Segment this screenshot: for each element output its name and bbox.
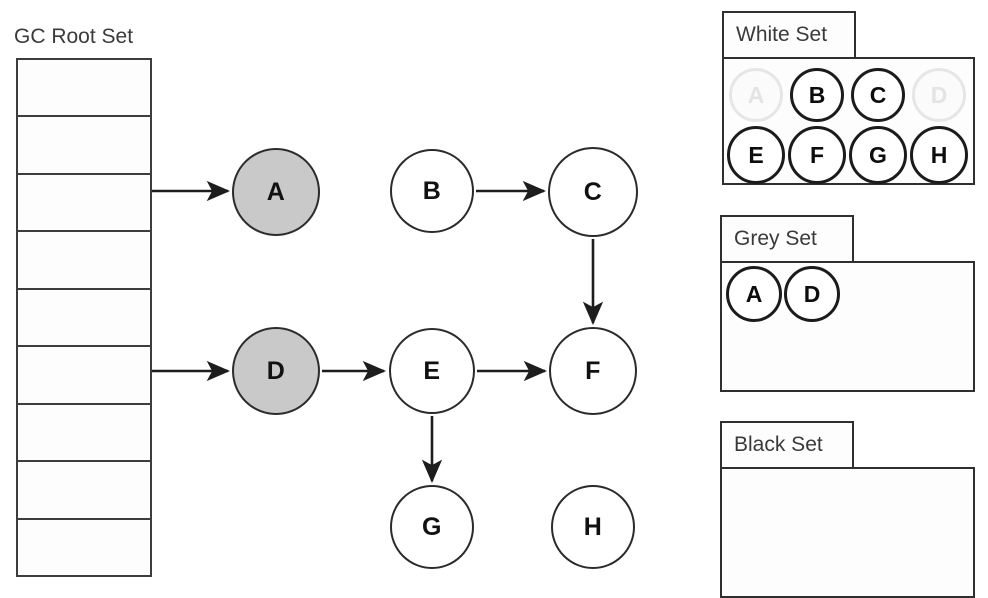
graph-node-f[interactable]: F (549, 327, 637, 415)
white-set-body: A B C D E F G H (722, 57, 975, 185)
graph-node-e[interactable]: E (389, 328, 475, 414)
white-set-member-a[interactable]: A (729, 68, 783, 122)
graph-node-d[interactable]: D (232, 327, 320, 415)
white-set-member-e[interactable]: E (727, 126, 785, 184)
root-set-row[interactable] (18, 117, 150, 175)
root-set-row[interactable] (18, 347, 150, 405)
white-set-member-f[interactable]: F (788, 126, 846, 184)
white-set-member-b[interactable]: B (790, 68, 844, 122)
graph-node-a[interactable]: A (232, 148, 320, 236)
root-set-row[interactable] (18, 174, 150, 233)
grey-set-body: A D (720, 261, 975, 392)
root-set-row[interactable] (18, 404, 150, 463)
grey-set-label: Grey Set (734, 227, 817, 250)
graph-node-g[interactable]: G (390, 485, 474, 569)
white-set-member-g[interactable]: G (849, 126, 907, 184)
grey-set-tab[interactable]: Grey Set (720, 215, 854, 263)
root-set-row[interactable] (18, 289, 150, 348)
grey-set-member-a[interactable]: A (726, 266, 782, 322)
gc-root-set-table (16, 58, 152, 577)
white-set-member-d[interactable]: D (912, 68, 966, 122)
black-set-body (720, 467, 975, 598)
root-set-row[interactable] (18, 232, 150, 290)
gc-root-set-title: GC Root Set (14, 25, 134, 48)
root-set-row[interactable] (18, 462, 150, 520)
root-set-row[interactable] (18, 60, 150, 118)
white-set-member-c[interactable]: C (851, 68, 905, 122)
black-set-label: Black Set (734, 433, 823, 456)
white-set-label: White Set (736, 23, 828, 46)
graph-node-b[interactable]: B (390, 149, 474, 233)
graph-node-c[interactable]: C (548, 147, 638, 237)
graph-node-h[interactable]: H (551, 485, 635, 569)
grey-set-member-d[interactable]: D (784, 266, 840, 322)
black-set-tab[interactable]: Black Set (720, 421, 854, 469)
white-set-member-h[interactable]: H (910, 126, 968, 184)
white-set-tab[interactable]: White Set (722, 11, 856, 59)
root-set-row[interactable] (18, 519, 150, 575)
